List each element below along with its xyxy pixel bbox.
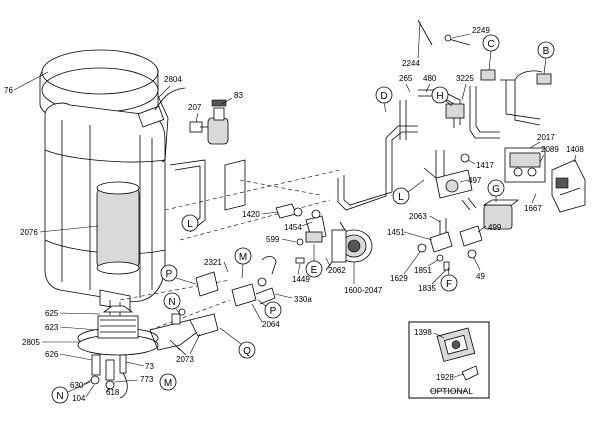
part-label-330a: 330a [294, 295, 312, 304]
callout-N-mid: N [168, 297, 175, 308]
callout-M-mid: M [239, 252, 247, 263]
part-label-499: 499 [488, 223, 502, 232]
part-label-480: 480 [423, 74, 437, 83]
callout-L-left: L [187, 219, 193, 230]
callout-N-bottom: N [56, 391, 63, 402]
optional-box: OPTIONAL [408, 321, 490, 399]
callout-circles: C B D H L G L M P E N P F [51, 34, 555, 404]
part-label-207: 207 [188, 103, 202, 112]
part-labels: 76 2804 207 83 2076 2244 2249 265 480 32… [4, 21, 584, 403]
callout-B: B [543, 46, 550, 57]
part-label-76: 76 [4, 86, 13, 95]
part-label-104: 104 [72, 394, 86, 403]
gas-valve-2017 [504, 147, 546, 183]
callout-C-top: C [487, 39, 494, 50]
part-label-618: 618 [106, 388, 120, 397]
heating-element-2076 [96, 187, 140, 269]
part-label-1600-2047: 1600-2047 [344, 286, 383, 295]
part-label-1420: 1420 [242, 210, 260, 219]
part-label-265: 265 [399, 74, 413, 83]
part-label-599: 599 [266, 235, 280, 244]
bottom-plate-assembly [77, 305, 159, 399]
part-label-1449: 1449 [292, 275, 310, 284]
callout-P-right: P [270, 306, 277, 317]
part-label-1928: 1928 [436, 373, 454, 382]
part-label-1417: 1417 [476, 161, 494, 170]
part-label-73: 73 [145, 362, 154, 371]
part-label-773: 773 [140, 375, 154, 384]
part-label-1851: 1851 [414, 266, 432, 275]
part-label-1454: 1454 [284, 223, 302, 232]
part-label-2805: 2805 [22, 338, 40, 347]
part-label-2321: 2321 [204, 258, 222, 267]
part-label-623: 623 [45, 323, 59, 332]
part-label-497: 497 [468, 176, 482, 185]
part-label-1629: 1629 [390, 274, 408, 283]
part-label-626: 626 [45, 350, 59, 359]
callout-M-bottom: M [164, 378, 172, 389]
part-label-2076: 2076 [20, 228, 38, 237]
part-label-2073: 2073 [176, 355, 194, 364]
callout-G: G [492, 184, 500, 195]
callout-E: E [311, 265, 318, 276]
part-label-3225: 3225 [456, 74, 474, 83]
part-label-49: 49 [476, 272, 485, 281]
pump-1600 [325, 221, 373, 271]
part-label-1398: 1398 [414, 328, 432, 337]
part-label-2064: 2064 [262, 320, 280, 329]
part-label-2062: 2062 [328, 266, 346, 275]
part-label-625: 625 [45, 309, 59, 318]
part-label-2804: 2804 [164, 75, 182, 84]
piping-group [119, 19, 586, 356]
callout-F: F [446, 279, 452, 290]
part-label-1408: 1408 [566, 145, 584, 154]
tank-assembly [39, 49, 169, 318]
part-label-83: 83 [234, 91, 243, 100]
callout-P-left: P [166, 269, 173, 280]
callout-H: H [436, 91, 443, 102]
control-box-1408 [551, 159, 586, 213]
part-label-2244: 2244 [402, 59, 420, 68]
part-label-1667: 1667 [524, 204, 542, 213]
part-label-2089: 2089 [541, 145, 559, 154]
callout-D: D [380, 91, 387, 102]
part-label-1451: 1451 [387, 228, 405, 237]
part-label-2017: 2017 [537, 133, 555, 142]
part-label-1835: 1835 [418, 284, 436, 293]
part-label-2063: 2063 [409, 212, 427, 221]
part-label-2249: 2249 [472, 26, 490, 35]
callout-Q: Q [243, 346, 251, 357]
callout-L-right: L [398, 192, 404, 203]
part-label-630: 630 [70, 381, 84, 390]
tank-cap-ellipse [41, 49, 159, 95]
